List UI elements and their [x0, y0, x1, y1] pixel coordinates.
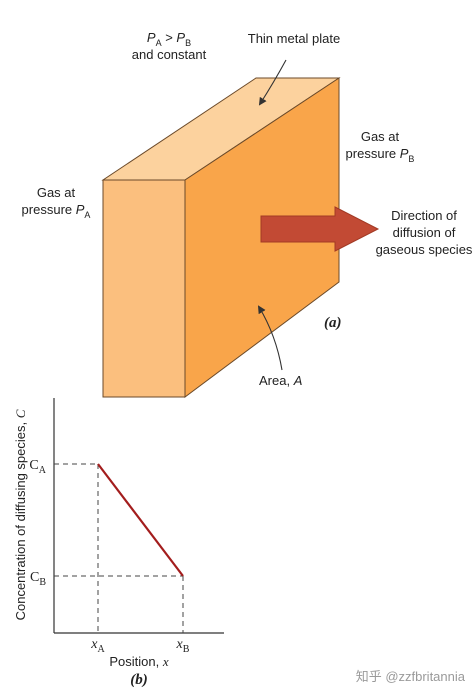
plate-edge-face [102, 179, 186, 398]
gas-right-line2: pressure PB [346, 146, 415, 164]
gas-right-line1: Gas at [361, 129, 400, 144]
xa-tick-label: xA [90, 637, 105, 655]
panel-b-label: (b) [130, 672, 148, 688]
ca-tick-label: CA [29, 458, 46, 476]
plate-pointer-arrow [258, 59, 287, 106]
area-label: Area, A [259, 373, 302, 388]
y-axis-title: Concentration of diffusing species, C [13, 409, 28, 620]
panel-a: PA > PB and constant Thin metal plate Ga… [22, 30, 473, 398]
direction-line2: diffusion of [393, 225, 456, 240]
pressure-relation-label: PA > PB [147, 30, 191, 48]
watermark-text: 知乎 @zzfbritannia [356, 669, 466, 684]
direction-line1: Direction of [391, 208, 457, 223]
diffusion-direction-arrow [260, 206, 380, 252]
xb-tick-label: xB [176, 637, 190, 655]
pressure-constant-label: and constant [132, 47, 207, 62]
gas-left-line1: Gas at [37, 185, 76, 200]
panel-a-label: (a) [324, 315, 342, 331]
gas-left-line2: pressure PA [22, 202, 91, 220]
thin-metal-plate-label: Thin metal plate [248, 31, 341, 46]
area-pointer-arrow [257, 305, 283, 371]
x-axis-title: Position, x [109, 654, 168, 669]
panel-b: CA CB xA xB Position, x Concentration of… [13, 398, 224, 688]
cb-tick-label: CB [30, 570, 46, 588]
direction-line3: gaseous species [376, 242, 473, 257]
concentration-profile-line [97, 463, 184, 577]
